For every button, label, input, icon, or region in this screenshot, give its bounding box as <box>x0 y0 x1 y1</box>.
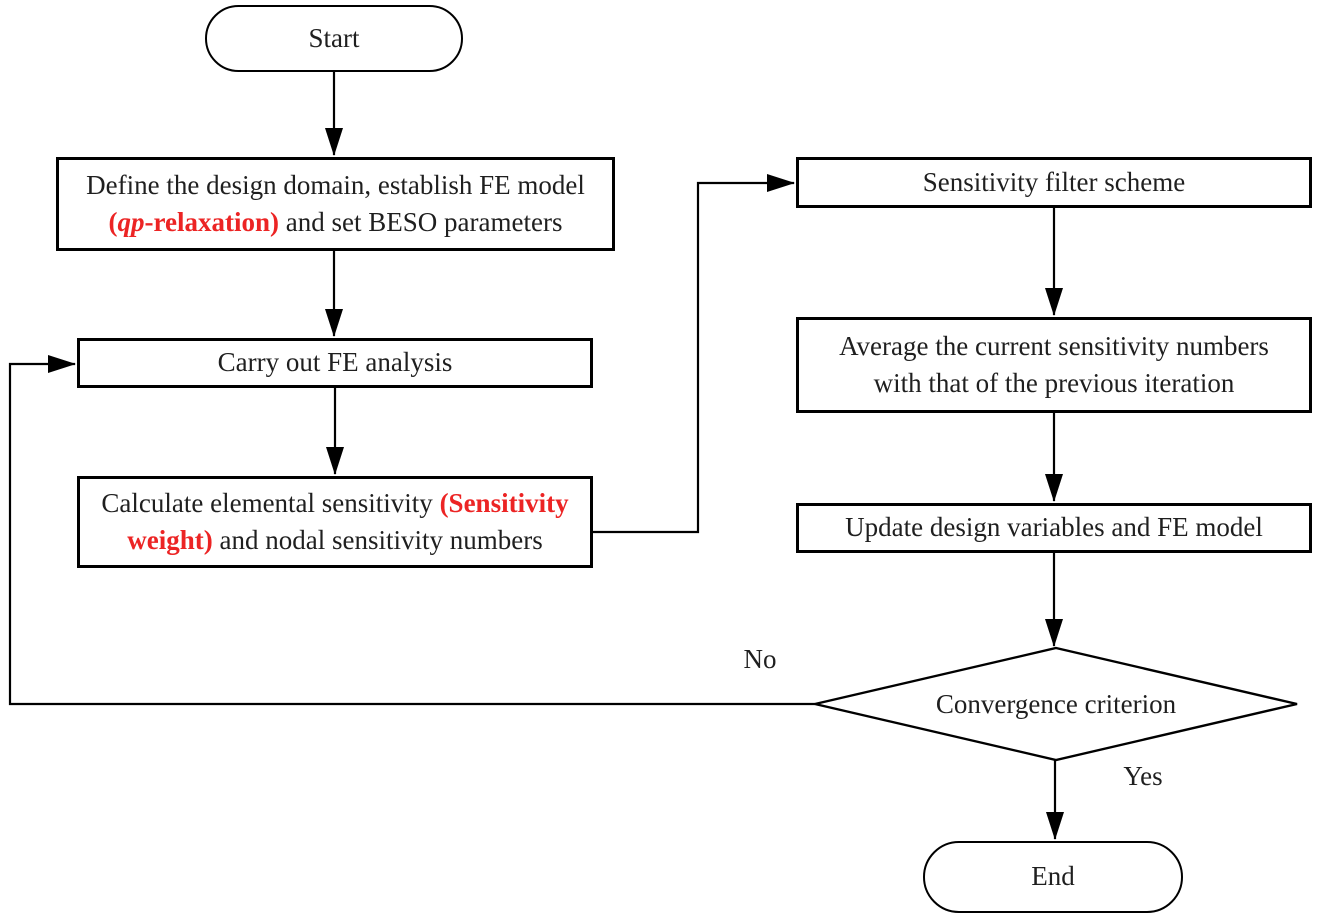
node-elemental-sensitivity: Calculate elemental sensitivity (Sensiti… <box>77 476 593 568</box>
define-line1: Define the design domain, establish FE m… <box>86 169 585 200</box>
qp-relaxation-paren: ( <box>108 207 118 237</box>
sensitivity-line2-rest: and nodal sensitivity numbers <box>212 525 543 555</box>
edge-label-no: No <box>743 644 777 674</box>
connector-no-loop-to-fe-analysis <box>8 355 815 706</box>
define-line2: (qp-relaxation) and set BESO parameters <box>109 204 563 241</box>
update-variables-label: Update design variables and FE model <box>845 512 1263 543</box>
edge-label-yes: Yes <box>1123 761 1163 791</box>
decision-diamond-convergence <box>814 646 1298 762</box>
sensitivity-weight-open: (Sensitivity <box>439 487 569 518</box>
node-start-label: Start <box>308 22 360 53</box>
average-line2: with that of the previous iteration <box>873 368 1235 398</box>
sensitivity-line1: Calculate elemental sensitivity (Sensiti… <box>101 485 568 522</box>
node-update-variables: Update design variables and FE model <box>796 503 1312 553</box>
sensitivity-filter-label: Sensitivity filter scheme <box>922 166 1186 197</box>
node-average-sensitivity: Average the current sensitivity numbers … <box>796 317 1312 413</box>
node-fe-analysis: Carry out FE analysis <box>77 338 593 388</box>
decision-convergence-label: Convergence criterion <box>860 687 1252 721</box>
define-line2-rest: and set BESO parameters <box>279 207 563 237</box>
sensitivity-weight-close: weight) <box>127 525 213 555</box>
fe-analysis-label: Carry out FE analysis <box>217 347 453 378</box>
node-sensitivity-filter: Sensitivity filter scheme <box>796 157 1312 208</box>
sensitivity-line1-pre: Calculate elemental sensitivity <box>101 487 440 518</box>
qp-relaxation-qp: qp <box>117 207 145 237</box>
average-line1: Average the current sensitivity numbers <box>839 330 1269 361</box>
connector-sensitivity-to-filter <box>592 174 795 534</box>
node-start: Start <box>205 5 463 72</box>
node-end: End <box>923 841 1183 913</box>
qp-relaxation-rest: -relaxation) <box>144 207 280 237</box>
node-define-design-domain: Define the design domain, establish FE m… <box>56 157 615 251</box>
convergence-criterion-text: Convergence criterion <box>935 688 1177 719</box>
node-end-label: End <box>1031 861 1075 892</box>
sensitivity-line2: weight) and nodal sensitivity numbers <box>127 522 542 559</box>
